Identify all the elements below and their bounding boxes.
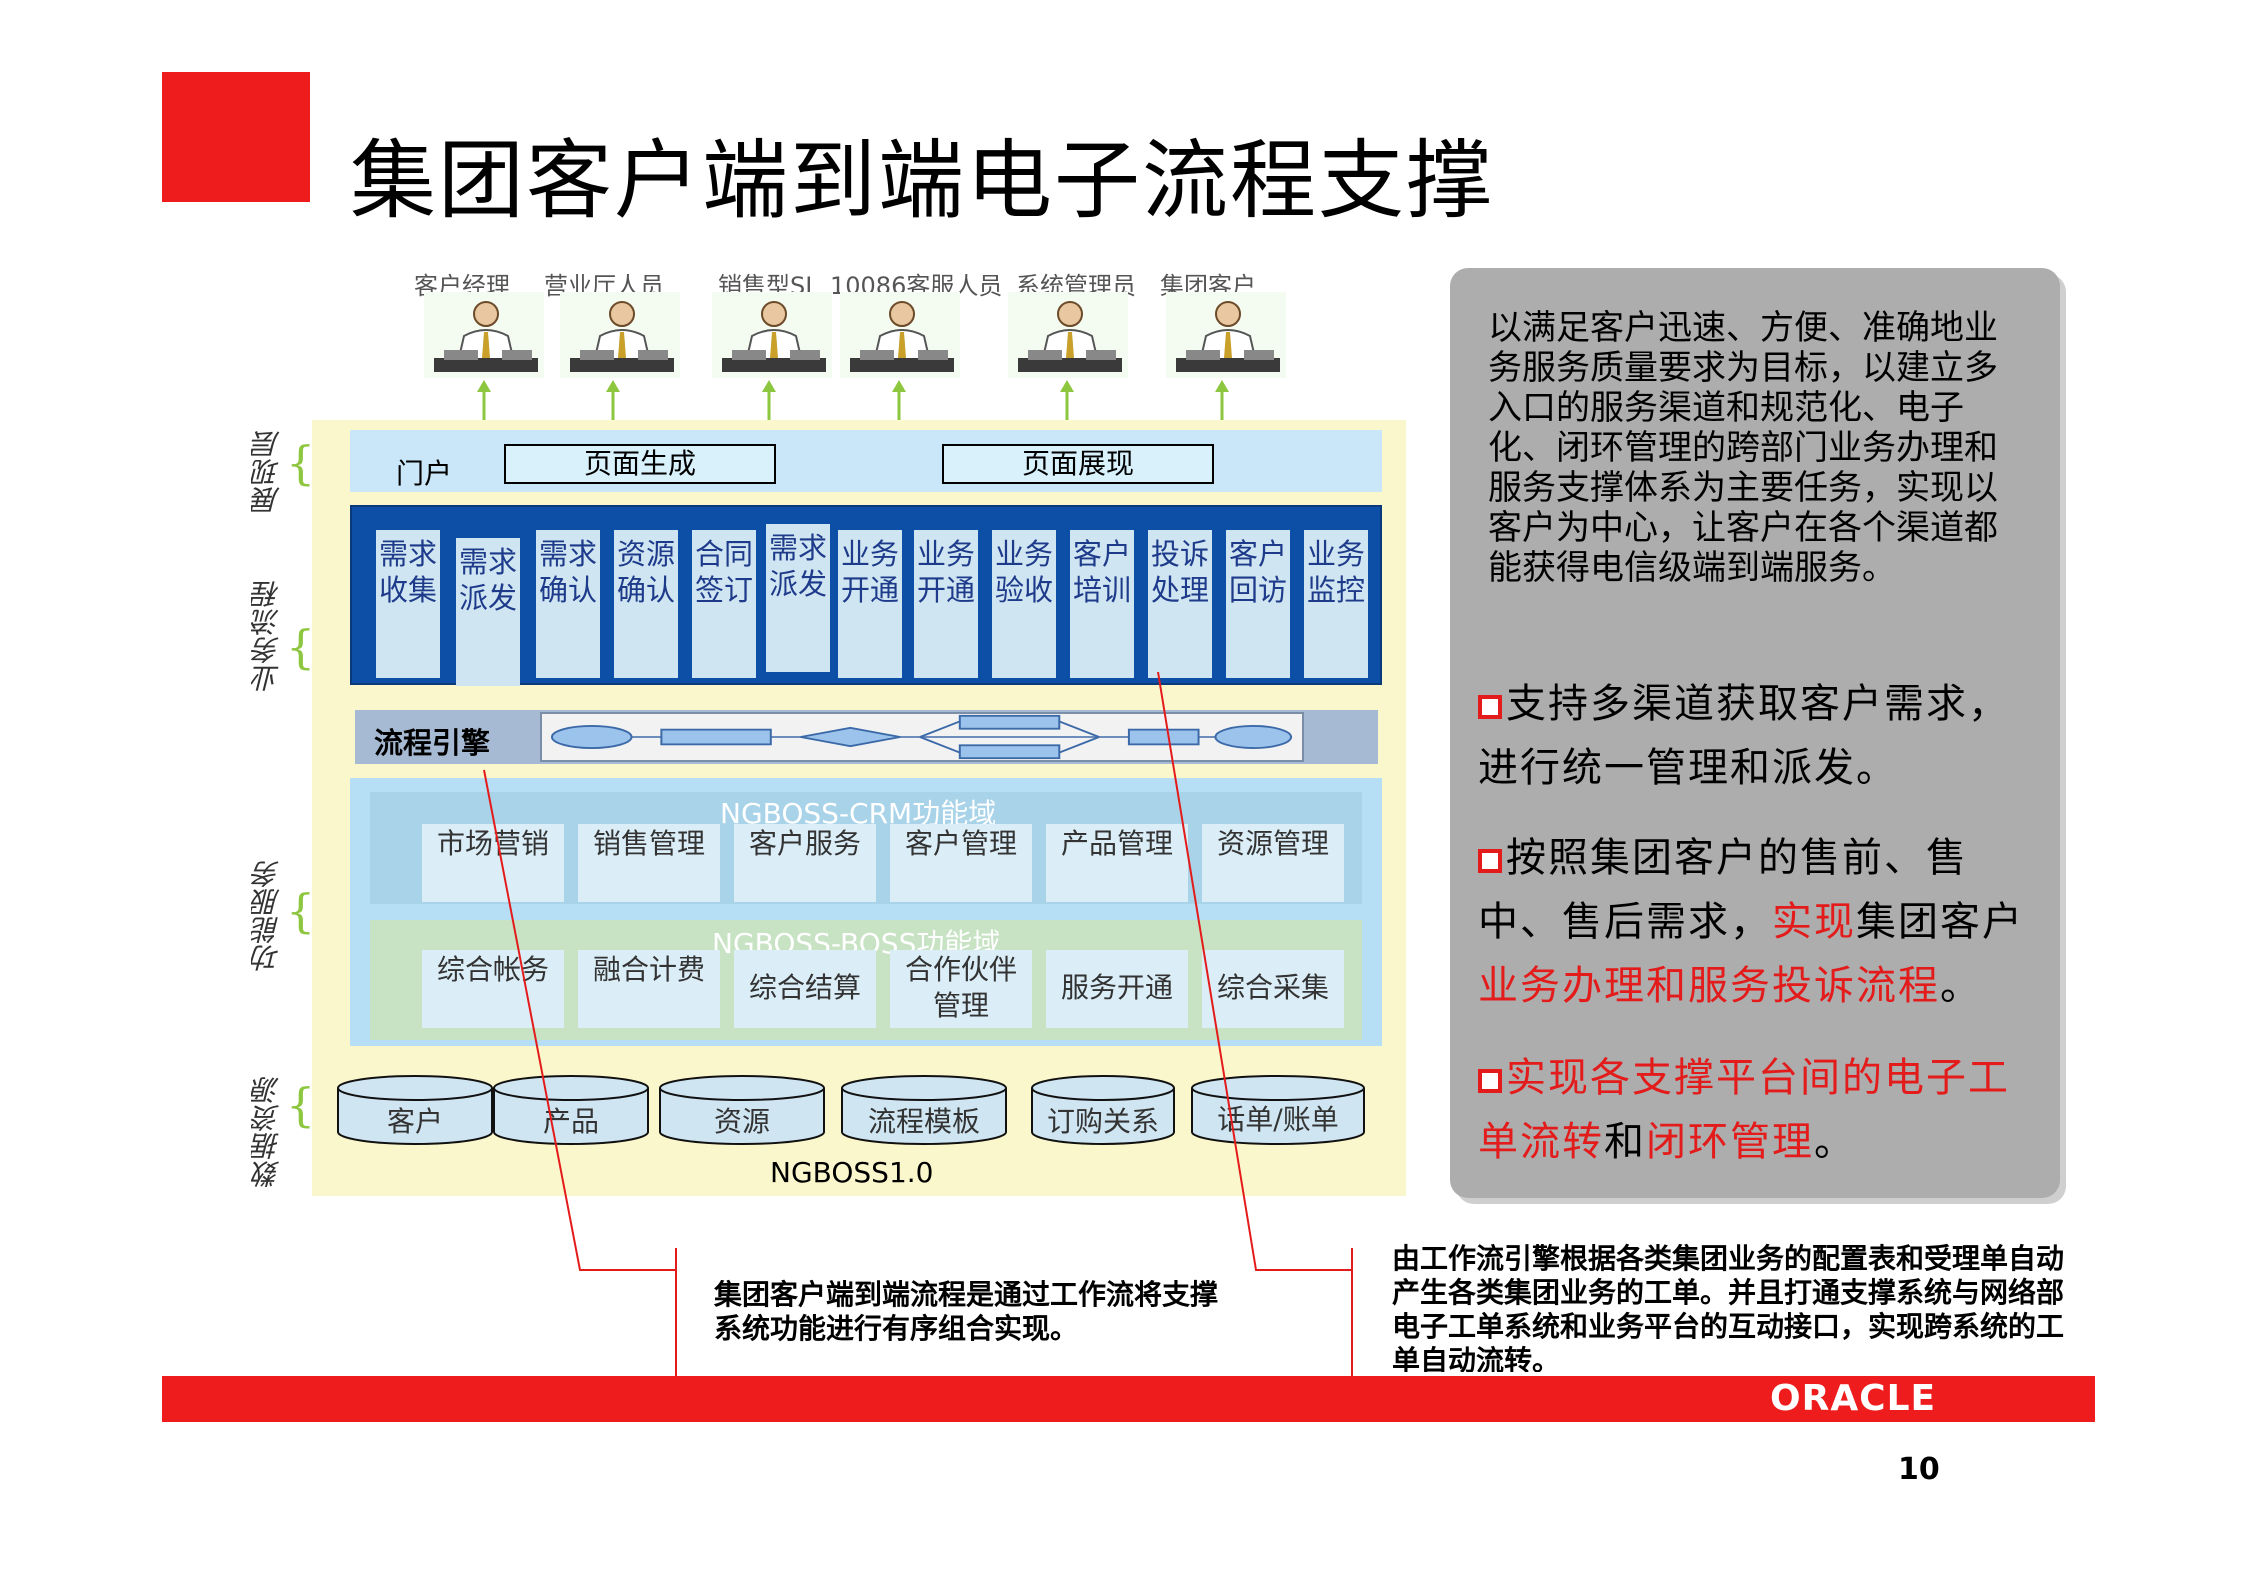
- portal-label: 门户: [396, 457, 453, 490]
- process-step: 业务开通: [838, 530, 902, 678]
- crm-item: 产品管理: [1046, 824, 1188, 902]
- checkbox-bullet-icon: [1478, 849, 1502, 873]
- process-step: 资源确认: [614, 530, 678, 678]
- process-step: 需求确认: [536, 530, 600, 678]
- platform-label: NGBOSS1.0: [770, 1156, 934, 1189]
- layer-brace: {: [286, 884, 316, 938]
- layer-brace: {: [286, 436, 316, 490]
- process-step: 投诉处理: [1148, 530, 1212, 678]
- process-step: 需求收集: [376, 530, 440, 678]
- crm-item: 客户服务: [734, 824, 876, 902]
- boss-item: 综合帐务: [422, 950, 564, 1028]
- summary-bullet-2: 按照集团客户的售前、售中、售后需求，实现集团客户业务办理和服务投诉流程。: [1478, 835, 2024, 1009]
- layer-label-process: 业务流程: [251, 580, 284, 692]
- process-step: 业务开通: [914, 530, 978, 678]
- process-step: 客户培训: [1070, 530, 1134, 678]
- summary-bullet-1: 支持多渠道获取客户需求，进行统一管理和派发。: [1478, 681, 2010, 791]
- process-step: 业务监控: [1304, 530, 1368, 678]
- checkbox-bullet-icon: [1478, 695, 1502, 719]
- process-step: 需求派发: [456, 538, 520, 686]
- database-label: 产品: [542, 1105, 599, 1138]
- database-label: 资源: [713, 1105, 770, 1138]
- boss-item: 综合采集: [1202, 950, 1344, 1028]
- person-at-desk-icon: [1008, 292, 1128, 378]
- callout-right-text: 由工作流引擎根据各类集团业务的配置表和受理单自动产生各类集团业务的工单。并且打通…: [1392, 1242, 2065, 1372]
- boss-item: 合作伙伴管理: [890, 950, 1032, 1028]
- crm-item: 市场营销: [422, 824, 564, 902]
- database-icon: [841, 1075, 1007, 1145]
- layer-label-data: 数据资源: [251, 1076, 284, 1188]
- boss-item: 综合结算: [734, 950, 876, 1028]
- person-at-desk-icon: [1166, 292, 1286, 378]
- workflow-diagram-icon: [540, 712, 1304, 762]
- workflow-engine-label: 流程引擎: [374, 726, 491, 760]
- crm-item: 客户管理: [890, 824, 1032, 902]
- layer-brace: {: [286, 1078, 316, 1132]
- title-accent-block: [162, 72, 310, 202]
- database-icon: [337, 1075, 493, 1145]
- summary-bullet-3: 实现各支撑平台间的电子工单流转和闭环管理。: [1478, 1055, 2010, 1165]
- page-display-box: 页面展现: [942, 444, 1214, 484]
- crm-item: 销售管理: [578, 824, 720, 902]
- person-at-desk-icon: [840, 292, 960, 378]
- boss-item: 融合计费: [578, 950, 720, 1028]
- database-icon: [659, 1075, 825, 1145]
- oracle-logo: ORACLE: [1770, 1378, 1937, 1419]
- layer-label-presentation: 展现层: [251, 430, 284, 514]
- database-label: 订购关系: [1046, 1105, 1159, 1138]
- footer-bar: [162, 1376, 2095, 1422]
- database-label: 话单/账单: [1217, 1103, 1339, 1136]
- process-step: 合同签订: [692, 530, 756, 678]
- person-at-desk-icon: [560, 292, 680, 378]
- database-label: 流程模板: [867, 1105, 980, 1138]
- page-title: 集团客户端到端电子流程支撑: [350, 131, 1494, 231]
- layer-brace: {: [286, 620, 316, 674]
- person-at-desk-icon: [424, 292, 544, 378]
- layer-label-function: 功能服务: [251, 860, 284, 972]
- checkbox-bullet-icon: [1478, 1069, 1502, 1093]
- process-step: 业务验收: [992, 530, 1056, 678]
- crm-item: 资源管理: [1202, 824, 1344, 902]
- database-label: 客户: [386, 1105, 443, 1138]
- callout-left-text: 集团客户端到端流程是通过工作流将支撑系统功能进行有序组合实现。: [714, 1278, 1219, 1345]
- page-number: 10: [1898, 1452, 1940, 1487]
- person-at-desk-icon: [712, 292, 832, 378]
- process-step: 需求派发: [766, 524, 830, 672]
- summary-panel: [1450, 268, 2060, 1198]
- boss-item: 服务开通: [1046, 950, 1188, 1028]
- process-step: 客户回访: [1226, 530, 1290, 678]
- page-generation-box: 页面生成: [504, 444, 776, 484]
- summary-intro: 以满足客户迅速、方便、准确地业务服务质量要求为目标，以建立多入口的服务渠道和规范…: [1488, 308, 1998, 588]
